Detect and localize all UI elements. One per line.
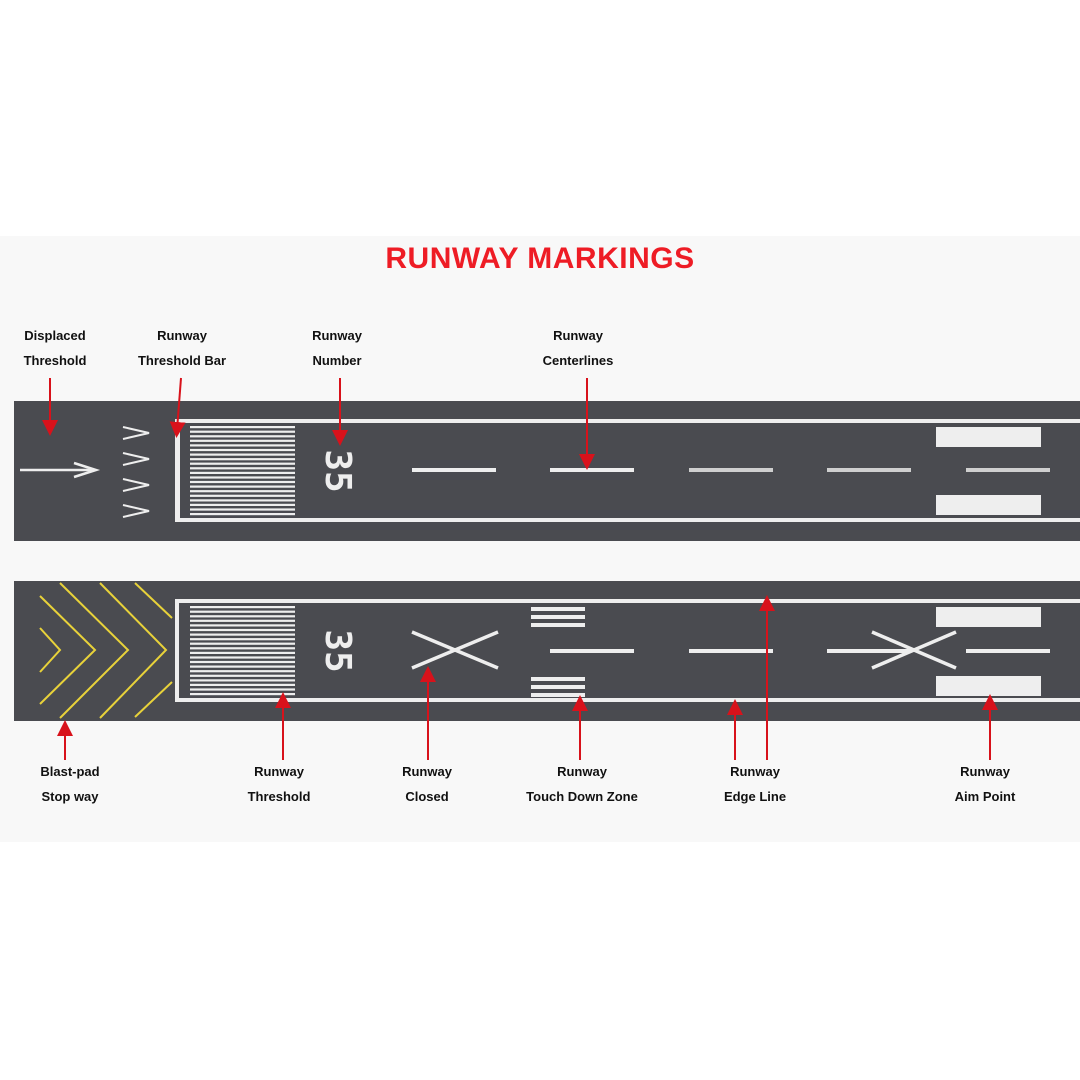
threshold-stripe <box>190 638 295 641</box>
threshold-stripe <box>190 430 295 433</box>
threshold-stripe <box>190 679 295 682</box>
threshold-stripe <box>190 435 295 438</box>
threshold-stripe <box>190 508 295 511</box>
threshold-stripe <box>190 485 295 488</box>
displaced-threshold-arrow <box>20 461 101 479</box>
threshold-stripe <box>190 606 295 609</box>
threshold-stripe <box>190 494 295 497</box>
runway-bottom-number: 35 <box>317 629 358 672</box>
threshold-stripe <box>190 670 295 673</box>
diagram-title: RUNWAY MARKINGS <box>385 242 695 275</box>
threshold-stripe <box>190 499 295 502</box>
threshold-stripe <box>190 444 295 447</box>
runway-top-threshold-stripes <box>190 426 295 516</box>
threshold-stripe <box>190 688 295 691</box>
threshold-stripe <box>190 642 295 645</box>
runway-touch-down-zone-bars <box>531 607 585 697</box>
threshold-stripe <box>190 665 295 668</box>
runway-bottom-aim-point <box>936 607 1041 696</box>
threshold-stripe <box>190 458 295 461</box>
threshold-stripe <box>190 647 295 650</box>
threshold-stripe <box>190 476 295 479</box>
threshold-stripe <box>190 624 295 627</box>
runway-bottom-threshold-stripes <box>190 606 295 696</box>
runway-top-threshold-bar <box>175 419 180 522</box>
threshold-stripe <box>190 448 295 452</box>
threshold-stripe <box>190 490 295 493</box>
threshold-stripe <box>190 480 295 484</box>
callout-arrows <box>42 377 998 760</box>
threshold-stripe <box>190 674 295 677</box>
threshold-stripe <box>190 439 295 442</box>
threshold-stripe <box>190 633 295 636</box>
threshold-stripe <box>190 426 295 429</box>
threshold-stripe <box>190 651 295 654</box>
threshold-stripe <box>190 471 295 474</box>
threshold-stripe <box>190 683 295 686</box>
threshold-stripe <box>190 693 295 696</box>
threshold-stripe <box>190 628 295 632</box>
threshold-stripe <box>190 660 295 664</box>
threshold-stripe <box>190 503 295 506</box>
displaced-threshold-chevrons <box>122 426 150 518</box>
runway-closed-x-2 <box>871 630 957 670</box>
threshold-stripe <box>190 656 295 659</box>
threshold-stripe <box>190 453 295 456</box>
arrow-threshold-bar <box>169 377 186 438</box>
runway-closed-x-1 <box>411 630 499 670</box>
threshold-stripe <box>190 619 295 622</box>
runway-top-centerlines <box>412 468 1050 472</box>
runway-bottom-centerlines <box>550 649 1050 653</box>
blast-pad-chevrons <box>39 582 173 719</box>
runway-top-number: 35 <box>317 449 358 492</box>
threshold-stripe <box>190 462 295 465</box>
threshold-stripe <box>190 610 295 613</box>
threshold-stripe <box>190 513 295 516</box>
threshold-stripe <box>190 467 295 470</box>
threshold-stripe <box>190 615 295 618</box>
runway-top-aim-point <box>936 427 1041 515</box>
runway-bottom-edge-lines <box>175 599 1080 702</box>
runway-top-edge-lines <box>175 419 1080 522</box>
